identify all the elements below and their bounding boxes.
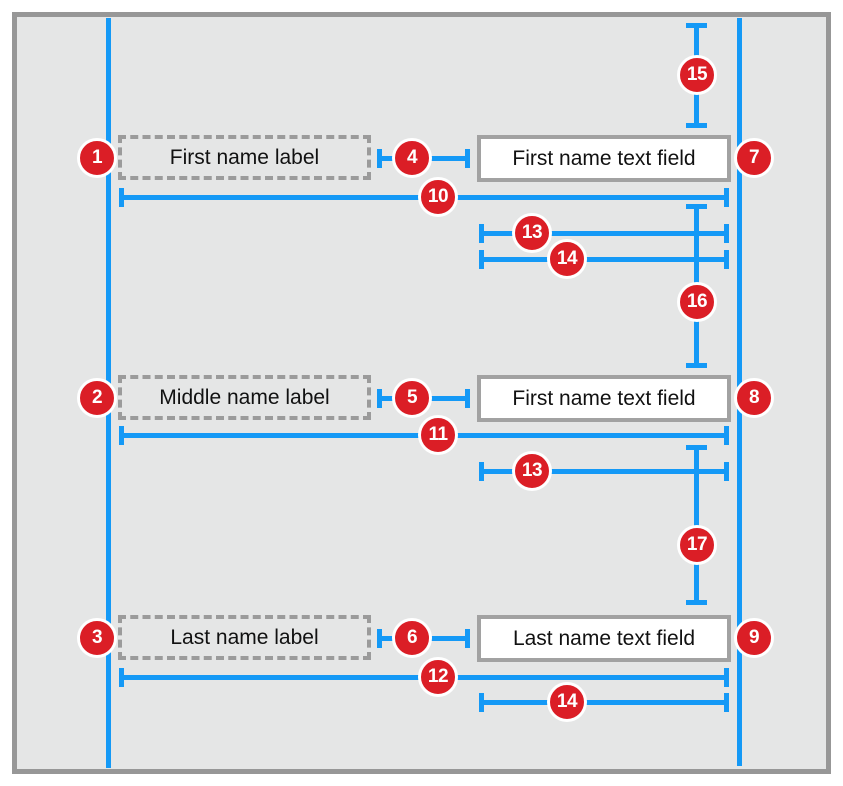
constraint-badge-15: 15 — [677, 55, 717, 95]
last-name-label-text: Last name label — [170, 625, 319, 649]
first-name-label-text: First name label — [169, 145, 320, 169]
last-name-field-text: Last name text field — [512, 626, 696, 650]
middle-name-label-text: Middle name label — [159, 385, 330, 409]
constraint-badge-16: 16 — [677, 282, 717, 322]
constraint-badge-8: 8 — [734, 378, 774, 418]
field-width-measure-line-2 — [479, 462, 729, 481]
constraint-badge-3: 3 — [77, 618, 117, 658]
constraint-badge-13-row2: 13 — [512, 451, 552, 491]
constraint-badge-6: 6 — [392, 618, 432, 658]
constraint-badge-13-row1: 13 — [512, 213, 552, 253]
constraint-badge-14-row1: 14 — [547, 239, 587, 279]
first-name-label-placeholder: First name label — [118, 135, 371, 180]
constraint-badge-11: 11 — [418, 415, 458, 455]
first-name-text-field: First name text field — [477, 135, 731, 182]
label-trailing-measure-line-3 — [479, 693, 729, 712]
last-name-text-field: Last name text field — [477, 615, 731, 662]
constraint-badge-10: 10 — [418, 177, 458, 217]
middle-row-text-field: First name text field — [477, 375, 731, 422]
first-name-field-text: First name text field — [512, 146, 696, 170]
constraint-badge-17: 17 — [677, 525, 717, 565]
field-width-measure-line-1 — [479, 224, 729, 243]
last-name-label-placeholder: Last name label — [118, 615, 371, 660]
constraint-badge-14-row3: 14 — [547, 682, 587, 722]
label-trailing-measure-line-1 — [479, 250, 729, 269]
constraint-badge-12: 12 — [418, 657, 458, 697]
constraint-badge-7: 7 — [734, 138, 774, 178]
constraint-badge-2: 2 — [77, 378, 117, 418]
constraint-badge-4: 4 — [392, 138, 432, 178]
constraint-badge-1: 1 — [77, 138, 117, 178]
middle-row-field-text: First name text field — [512, 386, 696, 410]
middle-name-label-placeholder: Middle name label — [118, 375, 371, 420]
constraint-badge-5: 5 — [392, 378, 432, 418]
constraint-badge-9: 9 — [734, 618, 774, 658]
